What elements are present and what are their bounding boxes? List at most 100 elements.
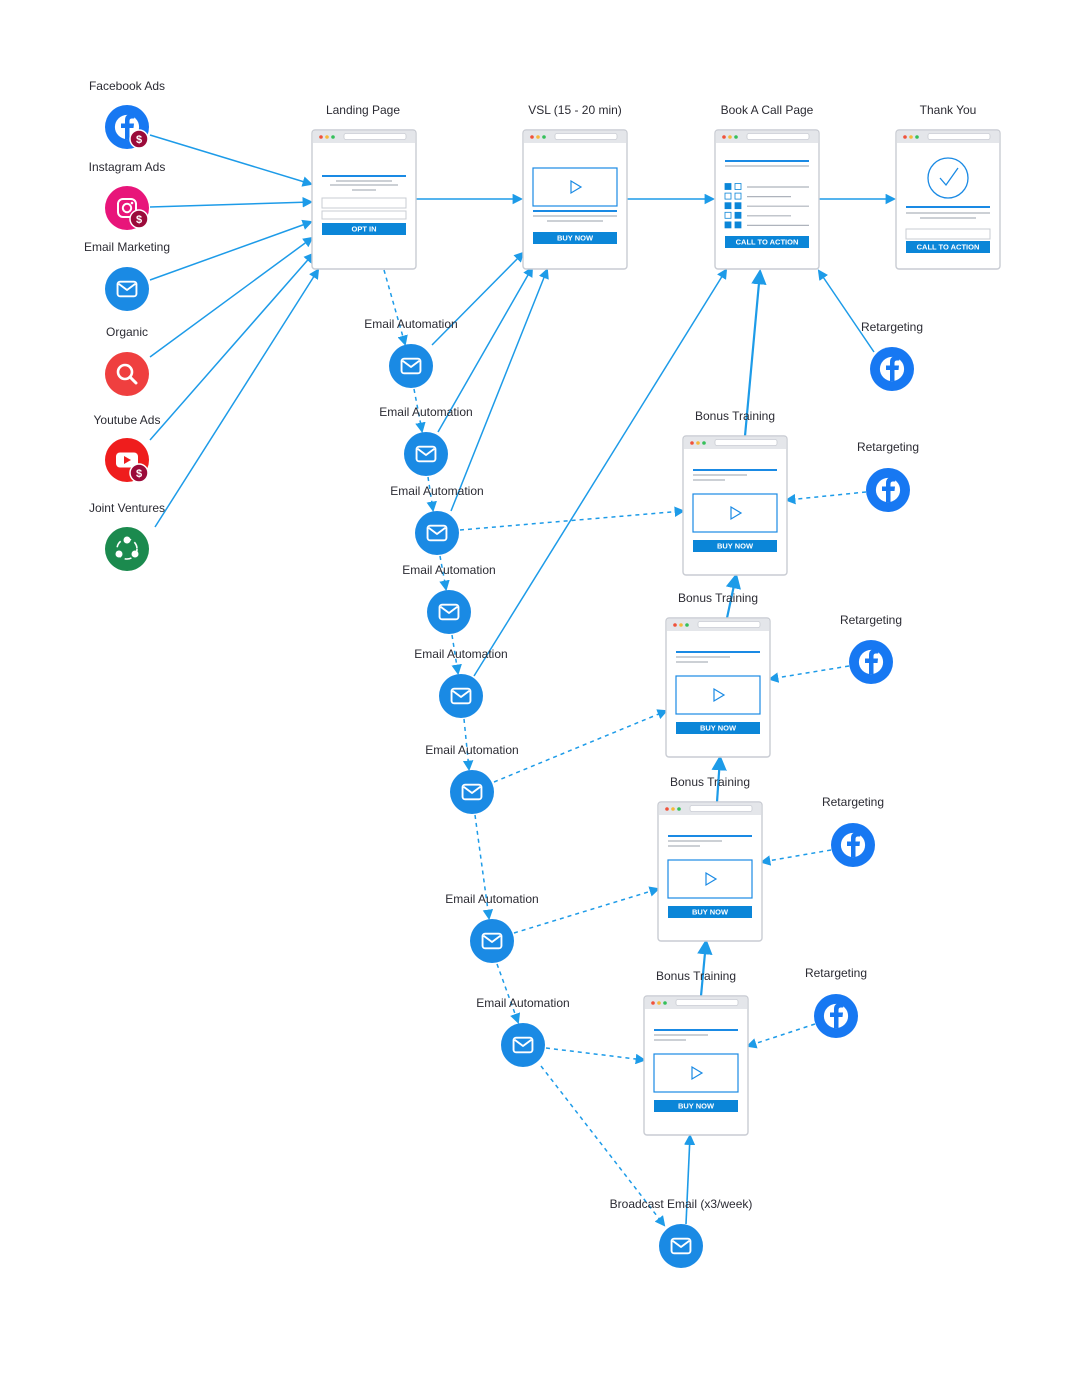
source-label-youtube: Youtube Ads xyxy=(94,413,161,427)
retargeting-label-r2: Retargeting xyxy=(857,440,919,454)
arrow-email3-to-bt1 xyxy=(459,506,686,531)
retargeting-node-r5[interactable] xyxy=(814,994,858,1038)
email-label-e2: Email Automation xyxy=(379,405,472,419)
video-player[interactable] xyxy=(675,675,761,715)
retargeting-node-r1[interactable] xyxy=(870,347,914,391)
arrow-bt1-to-book xyxy=(743,268,767,437)
source-label-email: Email Marketing xyxy=(84,240,170,254)
arrow-bt3-to-bt2 xyxy=(711,754,727,803)
arrow-facebook-to-landing xyxy=(149,134,314,187)
retargeting-node-r4[interactable] xyxy=(831,823,875,867)
play-icon xyxy=(691,1065,704,1081)
page-bt1[interactable]: BUY NOW xyxy=(682,435,788,576)
arrow-bt2-to-bt1 xyxy=(725,572,741,619)
play-icon xyxy=(570,179,583,195)
arrow-email6-to-bt2 xyxy=(493,709,668,783)
video-player[interactable] xyxy=(653,1053,739,1093)
video-player[interactable] xyxy=(667,859,753,899)
cta-button-label: BUY NOW xyxy=(678,1102,715,1111)
email-label-broadcast: Broadcast Email (x3/week) xyxy=(610,1197,753,1211)
email-node-e3[interactable] xyxy=(415,511,459,555)
arrow-retargeting-to-bt4 xyxy=(746,1023,816,1049)
arrow-youtube-to-landing xyxy=(149,252,315,441)
email-node-e4[interactable] xyxy=(427,590,471,634)
email-label-e1: Email Automation xyxy=(364,317,457,331)
arrow-jv-to-landing xyxy=(154,268,320,528)
email-node-e5[interactable] xyxy=(439,674,483,718)
page-label-bt3: Bonus Training xyxy=(670,775,750,789)
email-node-e6[interactable] xyxy=(450,770,494,814)
page-bt2[interactable]: BUY NOW xyxy=(665,617,771,758)
cta-button-label: CALL TO ACTION xyxy=(917,243,980,252)
arrow-email-to-broadcast xyxy=(540,1065,666,1227)
page-book[interactable]: CALL TO ACTION xyxy=(714,129,820,270)
arrow-retargeting-to-bt3 xyxy=(759,849,832,866)
arrow-email-chain xyxy=(474,814,494,921)
arrow-email-marketing-to-landing xyxy=(149,219,313,281)
email-label-e5: Email Automation xyxy=(414,647,507,661)
cta-button-label: BUY NOW xyxy=(717,542,754,551)
source-organic[interactable] xyxy=(105,352,149,396)
email-node-broadcast[interactable] xyxy=(659,1224,703,1268)
email-node-e7[interactable] xyxy=(470,919,514,963)
retargeting-label-r5: Retargeting xyxy=(805,966,867,980)
email-node-e2[interactable] xyxy=(404,432,448,476)
email-node-e1[interactable] xyxy=(389,344,433,388)
source-email[interactable] xyxy=(105,267,149,311)
arrow-organic-to-landing xyxy=(149,236,314,358)
page-landing[interactable]: OPT IN xyxy=(311,129,417,270)
cta-button-label: BUY NOW xyxy=(557,234,594,243)
page-bt3[interactable]: BUY NOW xyxy=(657,801,763,942)
cta-button[interactable] xyxy=(654,1100,738,1112)
cta-button[interactable] xyxy=(533,232,617,244)
retargeting-label-r1: Retargeting xyxy=(861,320,923,334)
cta-button[interactable] xyxy=(906,241,990,253)
email-node-e8[interactable] xyxy=(501,1023,545,1067)
page-label-vsl: VSL (15 - 20 min) xyxy=(528,103,622,117)
arrow-landing-to-email1 xyxy=(383,269,408,347)
cta-button-label: BUY NOW xyxy=(692,908,729,917)
source-jv[interactable] xyxy=(105,527,149,571)
arrow-email8-to-bt4 xyxy=(545,1047,647,1065)
arrow-email5-to-book xyxy=(473,268,728,677)
page-label-bt1: Bonus Training xyxy=(695,409,775,423)
email-label-e4: Email Automation xyxy=(402,563,495,577)
page-label-bt2: Bonus Training xyxy=(678,591,758,605)
arrow-retargeting-to-bt2 xyxy=(767,665,850,683)
source-label-instagram: Instagram Ads xyxy=(89,160,166,174)
arrow-retargeting-to-book xyxy=(817,269,875,353)
connections xyxy=(149,134,897,1227)
cta-button[interactable] xyxy=(322,223,406,235)
svg-text:$: $ xyxy=(136,134,142,146)
arrow-email-chain xyxy=(451,634,462,676)
arrow-email-chain xyxy=(426,476,437,513)
email-label-e8: Email Automation xyxy=(476,996,569,1010)
cta-button[interactable] xyxy=(693,540,777,552)
svg-text:$: $ xyxy=(136,468,142,480)
arrow-email-chain xyxy=(413,388,426,434)
video-player[interactable] xyxy=(532,167,618,207)
page-label-bt4: Bonus Training xyxy=(656,969,736,983)
cta-button[interactable] xyxy=(725,236,809,248)
cta-button-label: CALL TO ACTION xyxy=(736,238,799,247)
cta-button[interactable] xyxy=(676,722,760,734)
retargeting-label-r3: Retargeting xyxy=(840,613,902,627)
retargeting-node-r3[interactable] xyxy=(849,640,893,684)
page-bt4[interactable]: BUY NOW xyxy=(643,995,749,1136)
play-icon xyxy=(705,871,718,887)
arrow-email7-to-bt3 xyxy=(513,886,661,934)
page-label-thanks: Thank You xyxy=(920,103,977,117)
page-thanks[interactable]: CALL TO ACTION xyxy=(895,129,1001,270)
cta-button[interactable] xyxy=(668,906,752,918)
play-icon xyxy=(730,505,743,521)
arrow-broadcast-to-bt4 xyxy=(683,1133,696,1225)
video-player[interactable] xyxy=(692,493,778,533)
svg-text:$: $ xyxy=(136,214,142,226)
play-icon xyxy=(713,687,726,703)
arrow-bt4-to-bt3 xyxy=(697,938,713,997)
arrow-email3-to-vsl xyxy=(450,268,549,512)
page-vsl[interactable]: BUY NOW xyxy=(522,129,628,270)
retargeting-node-r2[interactable] xyxy=(866,468,910,512)
source-label-facebook: Facebook Ads xyxy=(89,79,165,93)
check-icon xyxy=(927,157,969,199)
